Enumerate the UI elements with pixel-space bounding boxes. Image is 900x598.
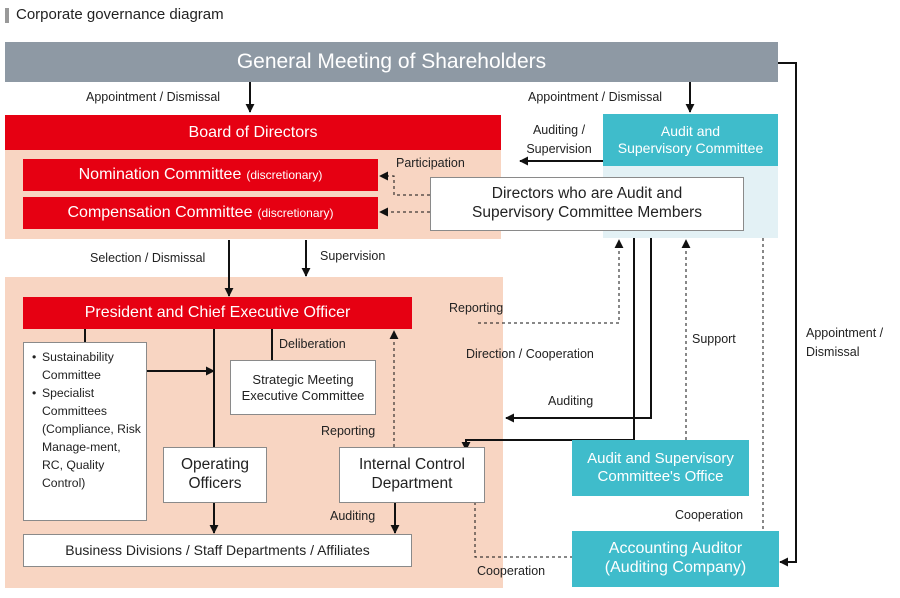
label-reporting-mid: Reporting: [321, 424, 376, 438]
accounting-auditor-box: Accounting Auditor (Auditing Company): [572, 531, 779, 587]
strategic-meeting-box: Strategic Meeting Executive Committee: [230, 360, 376, 415]
asc-office-line1: Audit and Supervisory: [587, 450, 734, 468]
label-appointment-far-line1: Appointment /: [806, 326, 884, 340]
label-selection-dismissal: Selection / Dismissal: [90, 251, 206, 265]
nomination-committee-label: Nomination Committee: [78, 166, 242, 183]
operating-line1: Operating: [180, 456, 250, 474]
internal-line2: Department: [371, 475, 453, 492]
label-appointment-left: Appointment / Dismissal: [86, 90, 221, 104]
asc-members-line2: Supervisory Committee Members: [472, 204, 702, 221]
diagram-title: Corporate governance diagram: [16, 6, 224, 23]
internal-control-box: Internal Control Department: [339, 447, 485, 503]
internal-line1: Internal Control: [359, 456, 465, 474]
president-ceo-box: President and Chief Executive Officer: [23, 297, 412, 329]
auditor-line2: (Auditing Company): [604, 559, 747, 576]
title-marker: [5, 8, 9, 23]
board-of-directors-box: Board of Directors: [5, 115, 501, 150]
label-direction-cooperation: Direction / Cooperation: [466, 347, 594, 361]
label-auditing-sup-line1: Auditing /: [532, 123, 586, 137]
label-auditing-mid: Auditing: [548, 394, 594, 408]
compensation-committee-box: Compensation Committee (discretionary): [23, 197, 378, 229]
asc-members-box: Directors who are Audit and Supervisory …: [430, 177, 744, 231]
operating-line2: Officers: [188, 475, 242, 492]
audit-supervisory-committee-box: Audit and Supervisory Committee: [603, 114, 778, 166]
label-auditing-sup-line2: Supervision: [526, 142, 592, 156]
committees-box: Sustainability Committee Specialist Comm…: [23, 342, 147, 521]
compensation-committee-label: Compensation Committee: [67, 204, 253, 221]
label-deliberation: Deliberation: [279, 337, 346, 351]
label-reporting-top: Reporting: [449, 301, 504, 315]
nomination-committee-note: (discretionary): [246, 168, 323, 182]
strategic-line2: Executive Committee: [241, 387, 365, 403]
label-auditing-bottom: Auditing: [330, 509, 376, 523]
label-supervision: Supervision: [320, 249, 386, 263]
business-divisions-box: Business Divisions / Staff Departments /…: [23, 534, 412, 567]
strategic-line1: Strategic Meeting: [252, 371, 354, 387]
label-cooperation-bottom: Cooperation: [477, 564, 546, 578]
asc-office-line2: Committee's Office: [597, 468, 724, 485]
label-appointment-right: Appointment / Dismissal: [528, 90, 663, 104]
asc-office-box: Audit and Supervisory Committee's Office: [572, 440, 749, 496]
asc-line2: Supervisory Committee: [617, 140, 764, 156]
compensation-committee-note: (discretionary): [257, 206, 334, 220]
nomination-committee-box: Nomination Committee (discretionary): [23, 159, 378, 191]
label-support: Support: [692, 332, 736, 346]
specialist-committees-item: Specialist Committees (Compliance, Risk …: [31, 384, 142, 492]
asc-line1: Audit and: [660, 123, 721, 140]
label-cooperation-right: Cooperation: [675, 508, 744, 522]
sustainability-committee-item: Sustainability Committee: [31, 348, 142, 384]
operating-officers-box: Operating Officers: [163, 447, 267, 503]
label-appointment-far-line2: Dismissal: [806, 345, 860, 359]
asc-members-line1: Directors who are Audit and: [491, 185, 683, 203]
label-appointment-far: Appointment / Dismissal: [806, 324, 883, 362]
shareholders-box: General Meeting of Shareholders: [5, 42, 778, 82]
label-participation: Participation: [396, 156, 465, 170]
label-auditing-supervision: Auditing / Supervision: [522, 121, 596, 159]
auditor-line1: Accounting Auditor: [608, 540, 743, 558]
